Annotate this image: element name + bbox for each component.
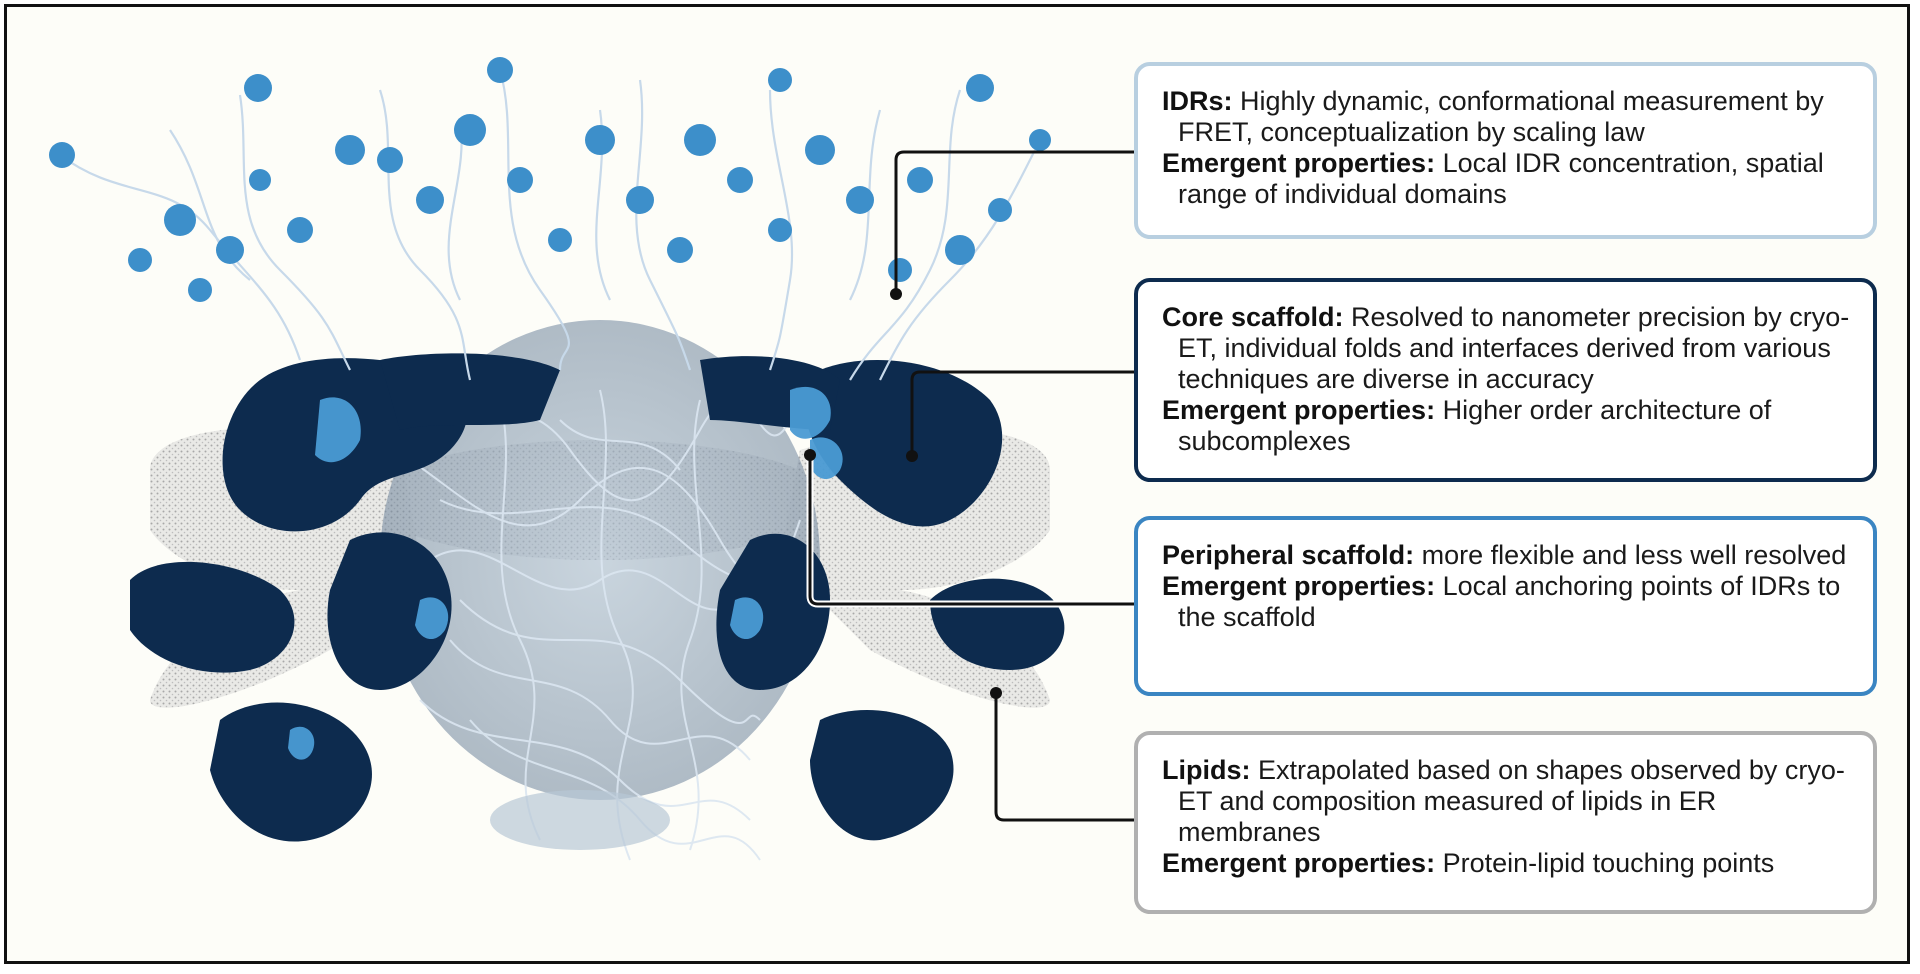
leader-idr [894,150,1134,292]
idr-domains [49,57,1051,302]
lipids-emergent-text: Protein-lipid touching points [1442,848,1775,878]
lipids-heading: Lipids: [1162,755,1251,785]
idr-emergent-text: Local IDR concentration, spatial range o… [1178,148,1824,209]
peripheral-description: more flexible and less well resolved [1421,540,1847,570]
leader-lines [804,150,1134,822]
idr-callout: IDRs: Highly dynamic, conformational mea… [1134,62,1877,239]
peripheral-emergent-text: Local anchoring points of IDRs to the sc… [1178,571,1841,632]
peripheral-heading: Peripheral scaffold: [1162,540,1415,570]
core-emergent-heading: Emergent properties: [1162,395,1436,425]
peripheral-scaffold [288,386,843,760]
lipids-callout: Lipids: Extrapolated based on shapes obs… [1134,731,1877,914]
core-heading: Core scaffold: [1162,302,1344,332]
upper-idr-strands [59,69,1041,381]
idr-description: Highly dynamic, conformational measureme… [1178,86,1824,147]
leader-lipids [994,693,1134,822]
idr-emergent-heading: Emergent properties: [1162,148,1436,178]
leader-peripheral [808,456,1134,606]
leader-core [910,370,1134,456]
lipids-description: Extrapolated based on shapes observed by… [1178,755,1845,847]
core-description: Resolved to nanometer precision by cryo-… [1178,302,1850,394]
peripheral-scaffold-callout: Peripheral scaffold: more flexible and l… [1134,516,1877,696]
peripheral-emergent-heading: Emergent properties: [1162,571,1436,601]
core-scaffold-callout: Core scaffold: Resolved to nanometer pre… [1134,278,1877,482]
lipids-emergent-heading: Emergent properties: [1162,848,1436,878]
core-emergent-text: Higher order architecture of subcomplexe… [1178,395,1772,456]
idr-heading: IDRs: [1162,86,1233,116]
